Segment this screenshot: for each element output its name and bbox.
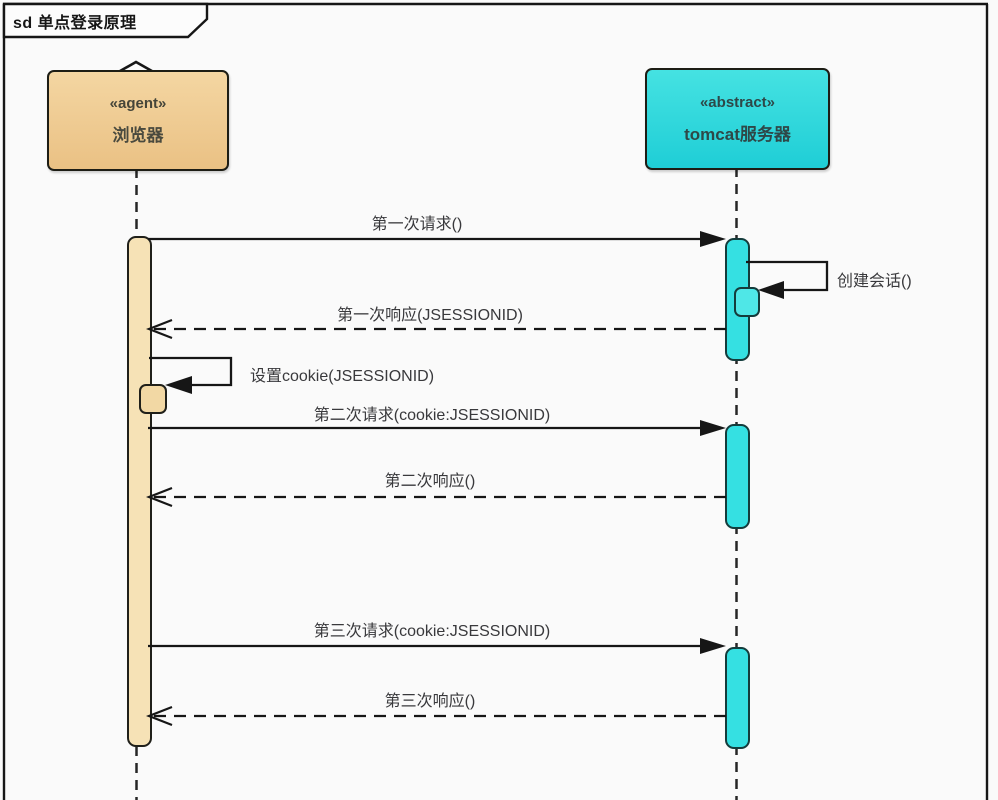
message-label-second-request: 第二次请求(cookie:JSESSIONID) xyxy=(313,407,551,424)
participant-browser-name: 浏览器 xyxy=(112,126,164,145)
message-label-first-response: 第一次响应(JSESSIONID) xyxy=(337,307,523,324)
message-label-second-response: 第二次响应() xyxy=(384,473,476,490)
participant-browser-stereotype: «agent» xyxy=(109,95,167,112)
nested-activation-browser xyxy=(139,384,167,414)
nested-activation-server xyxy=(734,287,760,317)
message-label-third-response: 第三次响应() xyxy=(384,693,476,710)
participant-server-name: tomcat服务器 xyxy=(684,124,791,144)
participant-server-stereotype: «abstract» xyxy=(699,93,776,111)
message-label-set-cookie: 设置cookie(JSESSIONID) xyxy=(250,368,435,385)
activation-browser xyxy=(127,236,152,747)
message-label-third-request: 第三次请求(cookie:JSESSIONID) xyxy=(313,623,551,640)
participant-browser: «agent» 浏览器 xyxy=(47,70,229,171)
participant-server: «abstract» tomcat服务器 xyxy=(645,68,830,170)
activation-server-3 xyxy=(725,647,750,749)
message-label-first-request: 第一次请求() xyxy=(371,216,463,233)
message-label-create-session: 创建会话() xyxy=(837,273,912,290)
frame-title: sd 单点登录原理 xyxy=(13,15,137,32)
activation-server-2 xyxy=(725,424,750,529)
